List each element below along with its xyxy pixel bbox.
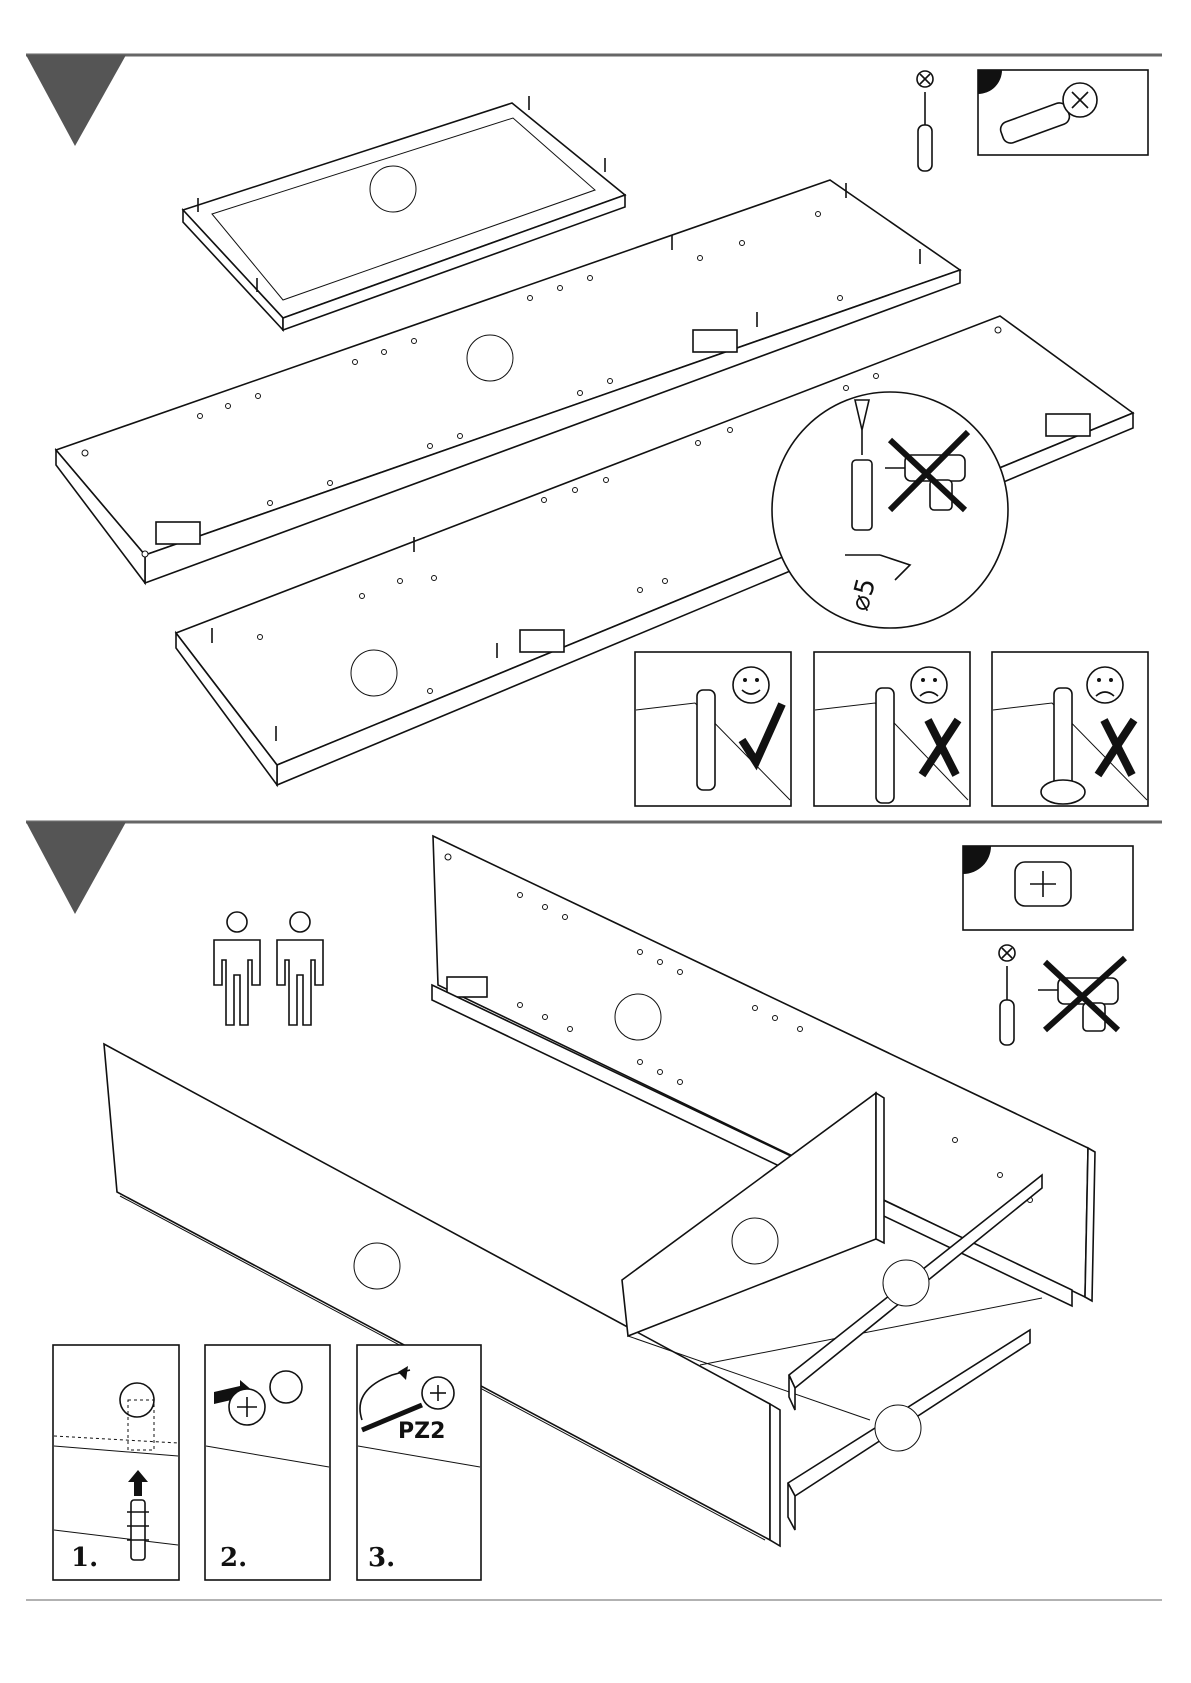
cam-screw-icon <box>127 1500 149 1560</box>
substep-label: 1. <box>71 1543 98 1573</box>
substep-3: PZ2 3. <box>357 1345 481 1580</box>
step-1-section: ⌀5 <box>26 55 1162 806</box>
panel-label-circle <box>354 1243 400 1289</box>
hardware-box <box>978 70 1148 155</box>
panel-label-circle <box>370 166 416 212</box>
phillips-screwdriver-icon <box>999 945 1015 1045</box>
hardware-box <box>963 846 1133 930</box>
panel-label-circle <box>467 335 513 381</box>
panel-label-circle <box>883 1260 929 1306</box>
cam-lock-icon <box>1015 862 1071 906</box>
step-1-marker <box>26 55 126 146</box>
check-incorrect-2 <box>992 652 1148 806</box>
check-incorrect-1 <box>814 652 970 806</box>
two-person-icon <box>214 912 323 1025</box>
panel-label-circle <box>615 994 661 1040</box>
step-2-section: 1. 2. PZ2 3. <box>26 822 1162 1580</box>
bit-label: PZ2 <box>398 1419 445 1444</box>
panel-label-circle <box>732 1218 778 1264</box>
step-2-marker <box>26 822 126 914</box>
substep-1: 1. <box>53 1345 179 1580</box>
substep-label: 2. <box>220 1543 247 1573</box>
dowel-depth-checks <box>635 652 1148 806</box>
check-correct <box>635 652 791 806</box>
panel-label-circle <box>875 1405 921 1451</box>
substep-2: 2. <box>205 1345 330 1580</box>
phillips-screwdriver-icon <box>917 71 933 171</box>
panel-label-circle <box>351 650 397 696</box>
dowel-detail-zoom: ⌀5 <box>772 392 1008 628</box>
substep-label: 3. <box>368 1543 395 1573</box>
